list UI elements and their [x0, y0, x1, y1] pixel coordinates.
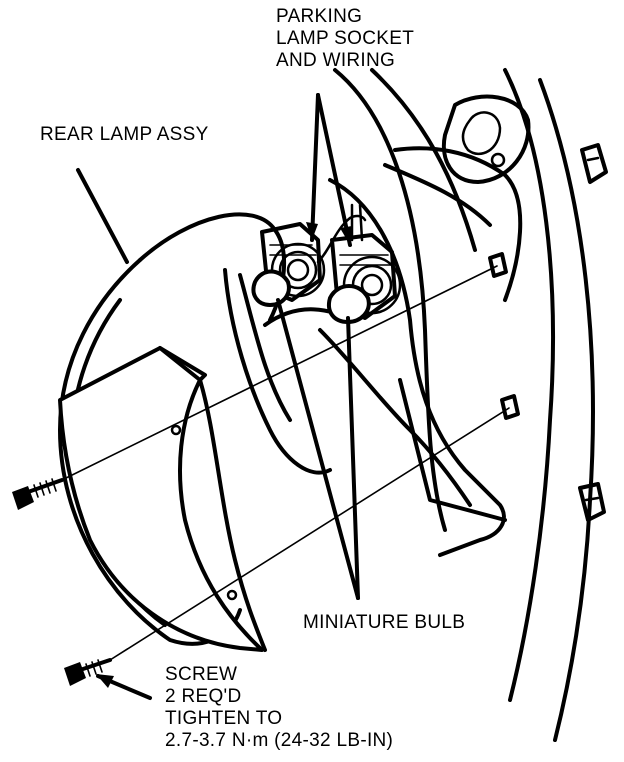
parking-lamp-socket-label: PARKING LAMP SOCKET AND WIRING	[276, 6, 414, 72]
screw-upper	[12, 478, 64, 510]
label-line: 2 REQ'D	[165, 686, 242, 707]
label-line: TIGHTEN TO	[165, 708, 283, 729]
screw-torque-label: SCREW 2 REQ'D TIGHTEN TO 2.7-3.7 N·m (24…	[165, 664, 393, 752]
leader-lines	[76, 93, 360, 700]
miniature-bulb-left	[251, 269, 291, 307]
vehicle-body-panel	[318, 68, 608, 742]
miniature-bulb-right	[327, 284, 371, 324]
screw-lower	[64, 658, 112, 686]
miniature-bulb-label: MINIATURE BULB	[303, 612, 465, 634]
alignment-lines	[61, 265, 510, 661]
label-line: LAMP SOCKET	[276, 28, 415, 49]
label-line: SCREW	[165, 664, 238, 685]
rear-lamp-assy-label: REAR LAMP ASSY	[40, 124, 209, 146]
label-line: MINIATURE BULB	[303, 612, 466, 633]
label-line: AND WIRING	[276, 50, 396, 71]
label-line: 2.7-3.7 N·m (24-32 LB-IN)	[165, 730, 394, 751]
rear-lamp-assembly	[58, 212, 357, 652]
label-line: REAR LAMP ASSY	[40, 124, 209, 145]
label-line: PARKING	[276, 6, 363, 27]
